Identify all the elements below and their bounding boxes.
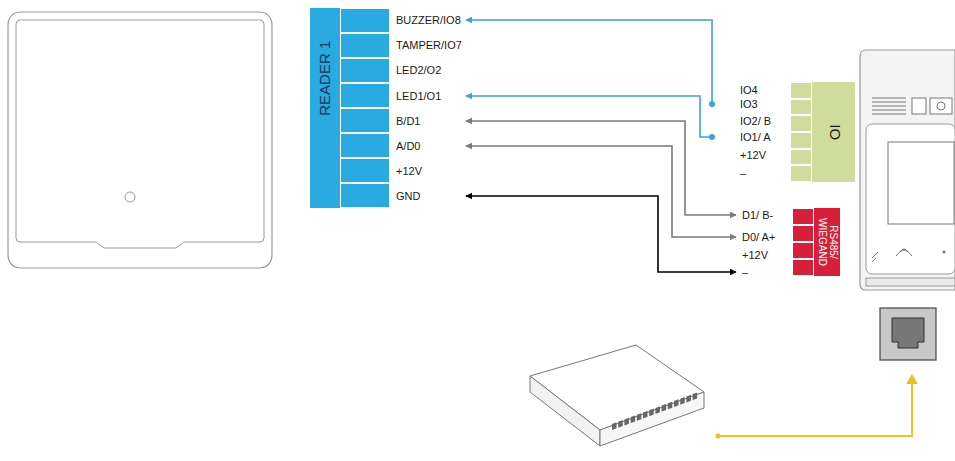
pin-label: IO1/ A xyxy=(740,130,771,144)
wire-dot xyxy=(709,134,715,140)
terminal-cell xyxy=(792,208,814,225)
touch-symbol xyxy=(872,252,878,262)
pin-label: LED1/O1 xyxy=(396,89,441,103)
wire xyxy=(466,196,736,272)
intercom-panel xyxy=(866,124,955,274)
pin-label: A/D0 xyxy=(396,139,420,153)
terminal-cell xyxy=(790,115,812,132)
terminal-strip xyxy=(790,82,855,182)
reader-title: READER 1 xyxy=(317,23,334,133)
switch-side xyxy=(530,376,600,446)
terminal-cell xyxy=(790,165,812,182)
cable-dot xyxy=(716,434,721,439)
terminal-cell xyxy=(340,33,390,58)
switch-ports xyxy=(612,392,697,430)
terminal-block: READER 1 BUZZER/IO8TAMPER/IO7LED2/O2LED1/… xyxy=(310,8,466,208)
indicator-dot xyxy=(943,251,946,254)
terminal-cell xyxy=(792,242,814,259)
pin-label: BUZZER/IO8 xyxy=(396,13,461,27)
reader-face xyxy=(16,20,264,248)
nfc-symbol xyxy=(896,249,912,256)
terminal-cell xyxy=(790,132,812,149)
io-title: IO xyxy=(827,112,844,152)
terminal-block: IO IO4IO3IO2/ B IO1/ A +12V – xyxy=(712,82,859,182)
pin-label: – xyxy=(742,265,748,279)
terminal-cell xyxy=(790,149,812,166)
wire xyxy=(466,121,736,215)
pin-label: +12V xyxy=(740,148,766,162)
terminal-cell xyxy=(340,183,390,208)
intercom-housing xyxy=(860,50,955,290)
terminal-cell xyxy=(790,99,812,116)
pin-label: – xyxy=(740,166,746,180)
wire xyxy=(466,96,712,137)
pin-label: +12V xyxy=(396,164,422,178)
camera-frame xyxy=(930,98,952,114)
pin-label: TAMPER/IO7 xyxy=(396,38,462,52)
terminal-cell xyxy=(792,225,814,242)
reader-housing xyxy=(8,12,272,268)
switch-front xyxy=(600,392,704,446)
ethernet-arrowhead xyxy=(906,374,918,384)
terminal-cell xyxy=(340,158,390,183)
pin-label: IO4 xyxy=(740,83,758,97)
rj45-socket xyxy=(892,318,924,348)
pin-label: IO2/ B xyxy=(740,114,771,128)
intercom-screen xyxy=(888,142,954,224)
reader-led xyxy=(125,192,135,202)
terminal-cell xyxy=(340,83,390,108)
terminal-cell xyxy=(792,259,814,276)
pin-label: +12V xyxy=(742,248,768,262)
camera-frame xyxy=(912,98,926,114)
terminal-cell xyxy=(340,108,390,133)
pin-label: D1/ B- xyxy=(742,208,773,222)
wire-dot xyxy=(709,101,715,107)
terminal-cell xyxy=(790,82,812,99)
terminal-block: RS485/ WIEGAND D1/ B- D0/ A+ +12V – xyxy=(736,208,844,276)
terminal-cell xyxy=(340,133,390,158)
terminal-cell xyxy=(340,8,390,33)
speaker-grille xyxy=(872,98,906,114)
pin-label: B/D1 xyxy=(396,114,420,128)
pin-label: LED2/O2 xyxy=(396,63,441,77)
wire xyxy=(466,146,736,237)
terminal-cell xyxy=(340,58,390,83)
rs485-title: RS485/ WIEGAND xyxy=(817,209,839,275)
pin-label: IO3 xyxy=(740,97,758,111)
ethernet-cable xyxy=(718,378,912,436)
pin-label: D0/ A+ xyxy=(742,230,775,244)
pin-label: GND xyxy=(396,189,420,203)
wire xyxy=(466,20,712,104)
rj45-port xyxy=(880,308,936,360)
camera-lens xyxy=(937,102,945,110)
intercom-base xyxy=(866,278,955,286)
